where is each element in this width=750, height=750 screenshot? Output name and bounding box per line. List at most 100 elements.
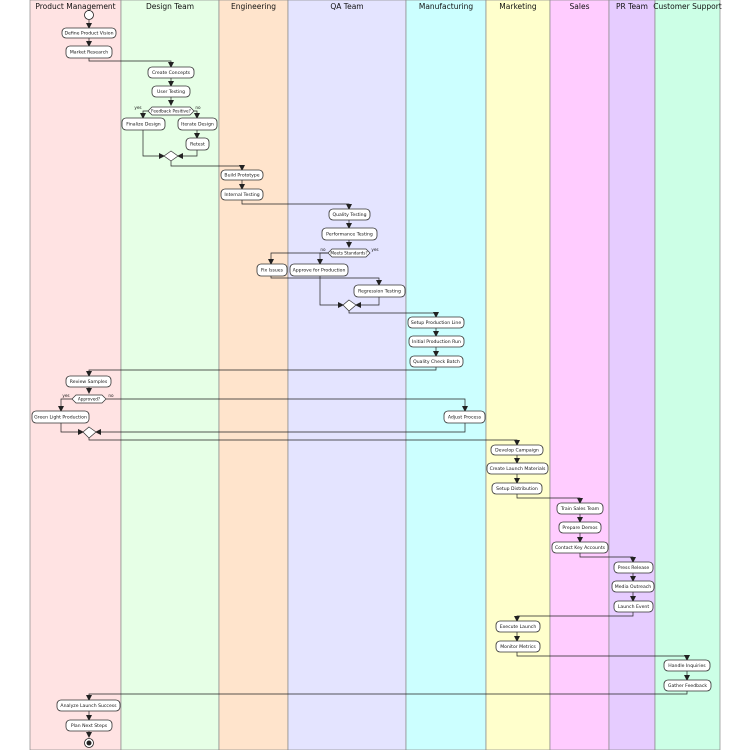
branch-label-yes: yes: [62, 393, 69, 398]
svg-text:Train Sales Team: Train Sales Team: [560, 506, 600, 512]
svg-text:Regression Testing: Regression Testing: [358, 289, 401, 295]
branch-label-no: no: [108, 393, 114, 398]
lane-title-marketing: Marketing: [499, 2, 537, 11]
activity-media-outreach: Media Outreach: [611, 580, 655, 593]
activity-initial-production-run: Initial Production Run: [408, 335, 465, 348]
svg-text:Initial Production Run: Initial Production Run: [412, 339, 461, 345]
activity-approve-for-production: Approve for Production: [289, 263, 349, 277]
lane-title-engineering: Engineering: [231, 2, 276, 11]
svg-text:Setup Distribution: Setup Distribution: [496, 486, 538, 492]
activity-gather-feedback: Gather Feedback: [663, 679, 712, 692]
svg-text:Define Product Vision: Define Product Vision: [64, 31, 113, 37]
decision-label: Approved?: [78, 397, 100, 402]
svg-text:Monitor Metrics: Monitor Metrics: [500, 644, 536, 650]
lane-engineering: Engineering: [218, 0, 289, 750]
merge-node: [163, 150, 179, 162]
branch-label-no: no: [195, 105, 201, 110]
svg-text:Gather Feedback: Gather Feedback: [668, 683, 707, 689]
svg-text:Launch Event: Launch Event: [618, 604, 649, 610]
activity-build-prototype: Build Prototype: [220, 169, 264, 181]
activity-define-product-vision: Define Product Vision: [61, 27, 117, 39]
activity-analyze-launch-success: Analyze Launch Success: [56, 699, 121, 712]
lane-title-design-team: Design Team: [146, 2, 194, 11]
start-node: [84, 10, 94, 20]
svg-text:Media Outreach: Media Outreach: [615, 584, 652, 590]
decision-approved: Approved? yes no: [62, 393, 114, 404]
activity-user-testing: User Testing: [151, 85, 191, 98]
svg-text:Retest: Retest: [190, 142, 205, 148]
svg-text:Prepare Demos: Prepare Demos: [562, 525, 598, 531]
svg-text:Adjust Process: Adjust Process: [448, 415, 482, 421]
activity-finalize-design: Finalize Design: [121, 117, 166, 131]
merge-node: [82, 426, 97, 439]
svg-text:Plan Next Steps: Plan Next Steps: [71, 723, 108, 729]
svg-text:Create Launch Materials: Create Launch Materials: [490, 466, 546, 472]
activity-execute-launch: Execute Launch: [495, 620, 541, 633]
branch-label-yes: yes: [134, 105, 141, 110]
lane-title-pr-team: PR Team: [616, 2, 648, 11]
activity-fix-issues: Fix Issues: [256, 263, 288, 277]
decision-meets-standards: Meets Standards? no yes: [320, 247, 379, 258]
svg-text:Press Release: Press Release: [618, 565, 650, 571]
lane-title-qa-team: QA Team: [330, 2, 363, 11]
svg-text:Build Prototype: Build Prototype: [224, 173, 259, 179]
end-node: [84, 738, 94, 748]
lane-title-sales: Sales: [570, 2, 590, 11]
activity-quality-check-batch: Quality Check Batch: [409, 355, 464, 368]
activity-contact-key-accounts: Contact Key Accounts: [551, 541, 609, 554]
activity-regression-testing: Regression Testing: [353, 284, 406, 298]
activity-internal-testing: Internal Testing: [220, 188, 264, 201]
svg-text:Create Concepts: Create Concepts: [152, 70, 191, 76]
svg-text:Market Research: Market Research: [70, 50, 108, 56]
svg-text:Iterate Design: Iterate Design: [181, 122, 214, 128]
svg-text:Contact Key Accounts: Contact Key Accounts: [555, 545, 606, 551]
activity-performance-testing: Performance Testing: [321, 227, 378, 241]
lane-manufacturing: Manufacturing: [405, 0, 487, 750]
activity-plan-next-steps: Plan Next Steps: [65, 719, 113, 732]
lane-customer-support: Customer Support: [653, 0, 722, 750]
lane-pr-team: PR Team: [608, 0, 656, 750]
activity-setup-production-line: Setup Production Line: [407, 316, 465, 329]
svg-text:Finalize Design: Finalize Design: [126, 122, 161, 128]
activity-develop-campaign: Develop Campaign: [490, 444, 544, 456]
activity-review-samples: Review Samples: [65, 375, 112, 388]
svg-text:Internal Testing: Internal Testing: [224, 192, 259, 198]
activity-launch-event: Launch Event: [613, 600, 654, 613]
branch-label-no: no: [320, 247, 326, 252]
decision-label: Meets Standards?: [330, 251, 367, 256]
svg-text:Execute Launch: Execute Launch: [500, 624, 537, 630]
svg-text:Setup Production Line: Setup Production Line: [411, 320, 461, 326]
lane-marketing: Marketing: [485, 0, 551, 750]
activity-press-release: Press Release: [613, 561, 654, 574]
activity-quality-testing: Quality Testing: [328, 208, 371, 221]
activity-setup-distribution: Setup Distribution: [491, 482, 543, 495]
svg-text:Quality Check Batch: Quality Check Batch: [413, 359, 460, 365]
merge-node: [342, 299, 357, 312]
svg-text:Analyze Launch Success: Analyze Launch Success: [60, 703, 117, 709]
activity-handle-inquiries: Handle Inquiries: [663, 659, 711, 672]
branch-label-yes: yes: [371, 247, 378, 252]
activity-monitor-metrics: Monitor Metrics: [495, 640, 541, 653]
lane-qa-team: QA Team: [287, 0, 407, 750]
swimlanes: Product Management Design Team Engineeri…: [29, 0, 722, 750]
svg-text:User Testing: User Testing: [157, 89, 185, 95]
svg-text:Approve for Production: Approve for Production: [293, 268, 346, 274]
activity-train-sales-team: Train Sales Team: [556, 502, 604, 515]
activity-iterate-design: Iterate Design: [177, 117, 218, 131]
svg-text:Fix Issues: Fix Issues: [261, 268, 284, 274]
lane-sales: Sales: [549, 0, 610, 750]
svg-text:Handle Inquiries: Handle Inquiries: [668, 663, 706, 669]
lane-title-product-management: Product Management: [35, 2, 115, 11]
svg-text:Green Light Production: Green Light Production: [34, 415, 87, 421]
activity-adjust-process: Adjust Process: [443, 410, 486, 424]
svg-text:Performance Testing: Performance Testing: [326, 232, 373, 238]
activity-create-concepts: Create Concepts: [147, 66, 195, 79]
activity-green-light-production: Green Light Production: [31, 410, 90, 424]
svg-text:Quality Testing: Quality Testing: [332, 212, 366, 218]
lane-product-management: Product Management: [29, 0, 122, 750]
activity-prepare-demos: Prepare Demos: [558, 521, 602, 534]
activity-market-research: Market Research: [65, 45, 113, 59]
svg-text:Review Samples: Review Samples: [70, 379, 108, 385]
svg-text:Develop Campaign: Develop Campaign: [495, 448, 539, 454]
